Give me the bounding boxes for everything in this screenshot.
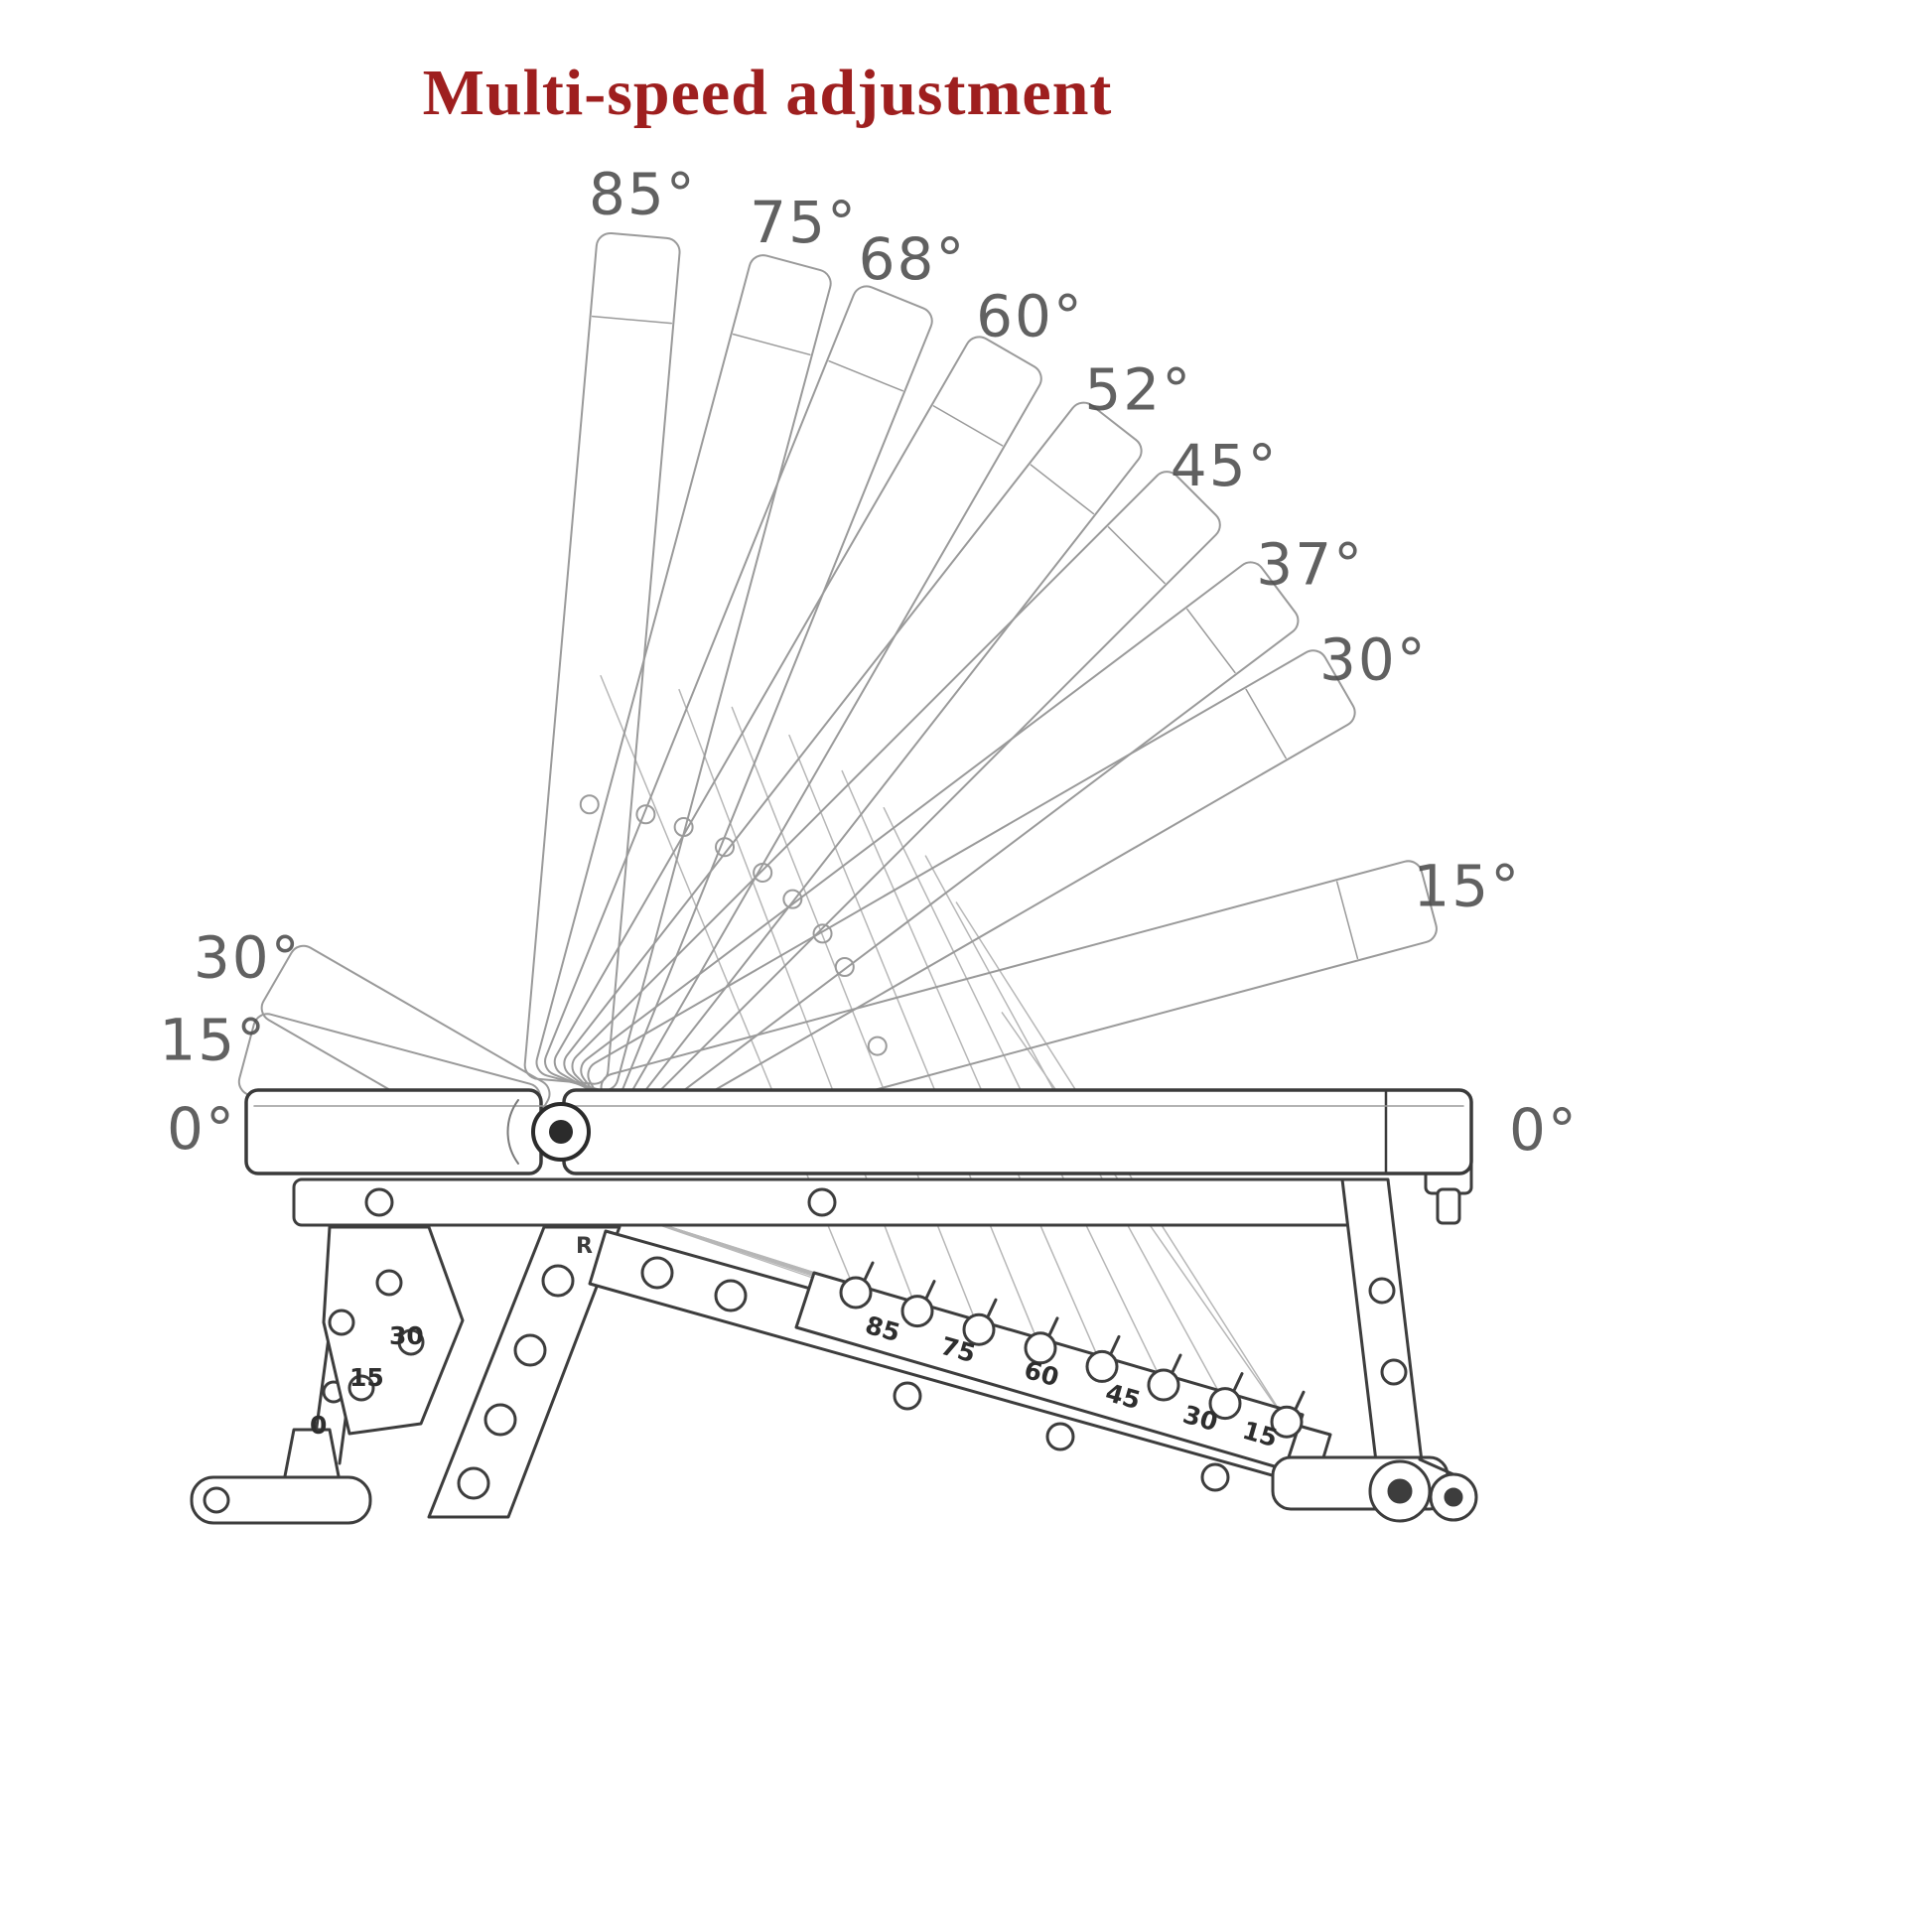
brand-logo-mark: R (576, 1234, 594, 1259)
a-frame-leg (427, 1225, 621, 1519)
back-angle-label: 85° (589, 161, 697, 228)
support-strut-line (841, 769, 1103, 1368)
backrest-angle-fan (237, 231, 1438, 1167)
front-foot (190, 1428, 372, 1525)
back-angle-label: 75° (750, 189, 858, 256)
back-angle-label: 52° (1084, 355, 1192, 423)
arm-pin-hole (867, 1035, 888, 1056)
seat-angle-label: 30° (194, 924, 302, 992)
back-angle-label-flat: 0° (1509, 1096, 1579, 1164)
seat-pad-flat (244, 1088, 543, 1175)
back-angle-label: 68° (859, 225, 967, 293)
arm-pin-hole (753, 862, 773, 883)
backrest-pad-ghost (553, 336, 1042, 1105)
arm-pin-hole (834, 957, 855, 977)
ladder-hooks (839, 1261, 1306, 1439)
back-angle-label: 37° (1256, 530, 1364, 598)
underframe-bar (292, 1177, 1378, 1227)
arm-pin-hole (812, 923, 833, 944)
back-pad-flat (562, 1088, 1473, 1175)
seat-bracket-number: 0 (310, 1411, 327, 1440)
backrest-pad-ghost (580, 561, 1300, 1130)
arm-pin-hole (782, 889, 803, 909)
pivot-hinge (506, 1099, 591, 1165)
seat-angle-label: 0° (167, 1095, 236, 1163)
seat-angle-label: 15° (159, 1007, 267, 1074)
arm-pin-hole (579, 794, 600, 815)
seat-angle-bracket (322, 1225, 465, 1436)
back-angle-label: 60° (976, 283, 1084, 350)
seat-bracket-number: 15 (349, 1363, 384, 1392)
backrest-pad-ghost (571, 471, 1221, 1121)
bench-pads (244, 1088, 1473, 1175)
back-angle-label: 30° (1319, 626, 1428, 694)
support-strut-line (788, 734, 1041, 1349)
backrest-pad-ghost (523, 231, 681, 1085)
back-angle-label: 45° (1171, 432, 1279, 499)
seat-bracket-number: 30 (389, 1321, 424, 1350)
rear-post (1340, 1177, 1424, 1463)
arm-pin-hole (715, 837, 735, 858)
page-title: Multi-speed adjustment (422, 57, 1113, 129)
arm-pin-hole (635, 804, 656, 825)
rear-wheel (1368, 1459, 1478, 1523)
angle-labels: 85° 75°68°60°52° 45° 37° 30° 15° 0° 30° 15° 0° (159, 161, 1579, 1164)
back-angle-label: 15° (1413, 852, 1521, 919)
bench-frame (190, 1138, 1478, 1525)
backrest-pad-ghost (535, 254, 832, 1092)
